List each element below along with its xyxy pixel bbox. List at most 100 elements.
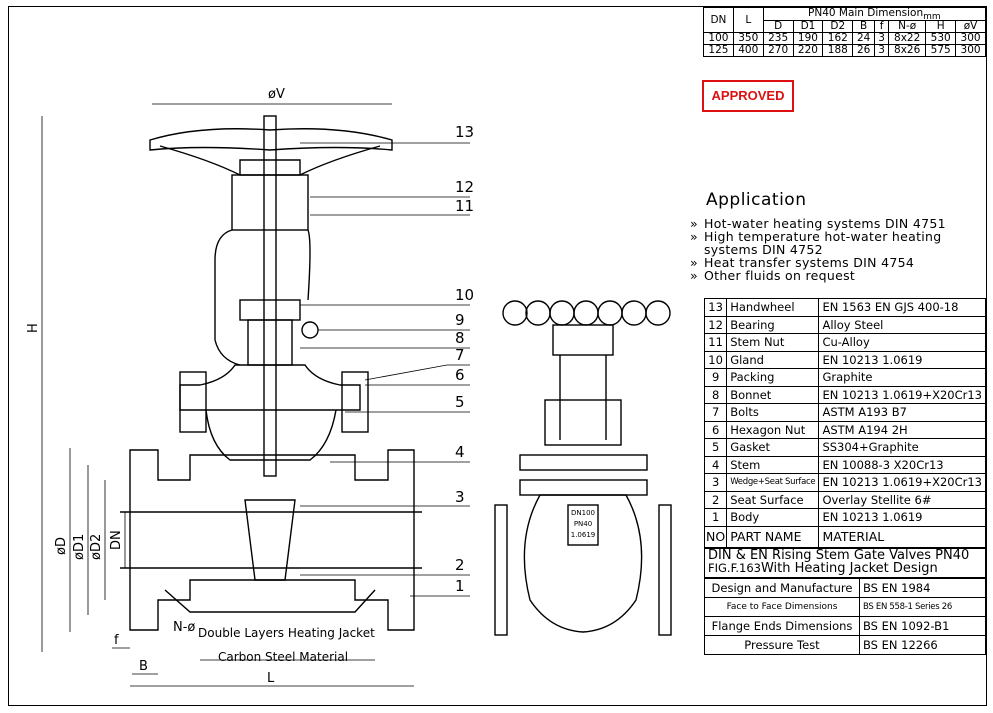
part-name: Seat Surface [726, 490, 820, 509]
part-number: 7 [703, 403, 728, 422]
dim-table-cell: 400 [732, 44, 764, 57]
dim-table-cell: 300 [955, 44, 986, 57]
part-name: Packing [726, 368, 820, 387]
yoke-right-arm [307, 229, 311, 301]
dim-table-cell: 100 [703, 32, 734, 45]
callout-3: 3 [455, 488, 465, 506]
dim-subheader-cell: N-ø [888, 20, 927, 33]
wedge [244, 499, 296, 581]
handwheel-outline [149, 128, 393, 151]
callout-7: 7 [455, 346, 465, 364]
valve-body [129, 449, 415, 631]
bonnet-neck [205, 409, 337, 461]
part-name: Stem [726, 455, 820, 474]
spec-label: Face to Face Dimensions [704, 597, 860, 617]
part-name: Bonnet [726, 385, 820, 404]
dim-subheader-cell: B [852, 20, 876, 33]
part-name: Bearing [726, 315, 820, 334]
spec-label: Flange Ends Dimensions [704, 616, 860, 636]
part-material: Overlay Stellite 6# [818, 490, 986, 509]
callout-2: 2 [455, 556, 465, 574]
body-marking: DN100 PN40 1.0619 [571, 509, 596, 539]
callout-4: 4 [455, 443, 465, 461]
dim-group-header: PN40 Main Dimensionmm [762, 7, 987, 22]
callout-9: 9 [455, 311, 465, 329]
dim-table-cell: 530 [925, 32, 957, 45]
part-number: 6 [703, 420, 728, 439]
part-number: 10 [703, 350, 728, 369]
spec-label: Design and Manufacture [704, 578, 860, 598]
part-number: 5 [703, 438, 728, 457]
dim-table-cell: 26 [852, 44, 876, 57]
label-l: L [267, 671, 275, 686]
part-material: SS304+Graphite [818, 438, 986, 457]
side-body-marking-plate [567, 504, 599, 546]
side-top-flange [519, 454, 648, 471]
dim-subheader-cell: D [762, 20, 794, 33]
packing-box [247, 319, 293, 366]
part-material: EN 1563 EN GJS 400-18 [818, 298, 986, 317]
title-line-1: DIN & EN Rising Stem Gate Valves PN40 [708, 548, 970, 563]
side-yoke-arms [559, 355, 607, 440]
parts-header-name: PART NAME [726, 525, 820, 548]
dim-table-cell: 125 [703, 44, 734, 57]
side-right-flange [658, 504, 672, 636]
gland-pin [301, 321, 319, 339]
part-name: Gasket [726, 438, 820, 457]
label-b: B [139, 659, 148, 674]
part-number: 9 [703, 368, 728, 387]
handwheel-hub [239, 159, 301, 176]
spec-value: BS EN 1092-B1 [859, 616, 986, 636]
dim-group-title: PN40 Main Dimension [808, 7, 924, 19]
figure-number: FIG.F.163 [708, 561, 761, 575]
parts-header-no: NO [703, 525, 728, 548]
dimension-labels: øV H øD øD1 øD2 DN L B f N-ø Double Laye… [26, 87, 375, 686]
spec-value: BS EN 558-1 Series 26 [859, 597, 986, 617]
callout-1: 1 [455, 577, 465, 595]
label-d2: øD2 [89, 534, 104, 560]
label-d1: øD1 [72, 534, 87, 560]
part-number: 3 [703, 473, 728, 492]
side-body [523, 494, 643, 633]
drawing-frame [8, 6, 987, 706]
dim-table-cell: 24 [852, 32, 876, 45]
callout-6: 6 [455, 366, 465, 384]
gland [239, 299, 301, 321]
side-yoke-top [552, 324, 614, 356]
side-bottom-flange [519, 479, 648, 496]
handwheel-spokes [159, 145, 381, 176]
approved-stamp: APPROVED [702, 80, 794, 112]
part-name: Handwheel [726, 298, 820, 317]
part-number: 11 [703, 333, 728, 352]
part-material: ASTM A193 B7 [818, 403, 986, 422]
dim-subheader-cell: D2 [822, 20, 854, 33]
callout-10: 10 [455, 286, 474, 304]
dim-table-cell: 300 [955, 32, 986, 45]
side-left-flange [494, 504, 508, 636]
body-marking-material: 1.0619 [571, 531, 596, 539]
callout-11: 11 [455, 197, 474, 215]
part-material: Cu-Alloy [818, 333, 986, 352]
spec-label: Pressure Test [704, 635, 860, 655]
part-material: ASTM A194 2H [818, 420, 986, 439]
part-name: Wedge+Seat Surface [726, 473, 820, 492]
part-number: 2 [703, 490, 728, 509]
dim-table-cell: 3 [874, 44, 890, 57]
part-material: EN 10213 1.0619 [818, 350, 986, 369]
